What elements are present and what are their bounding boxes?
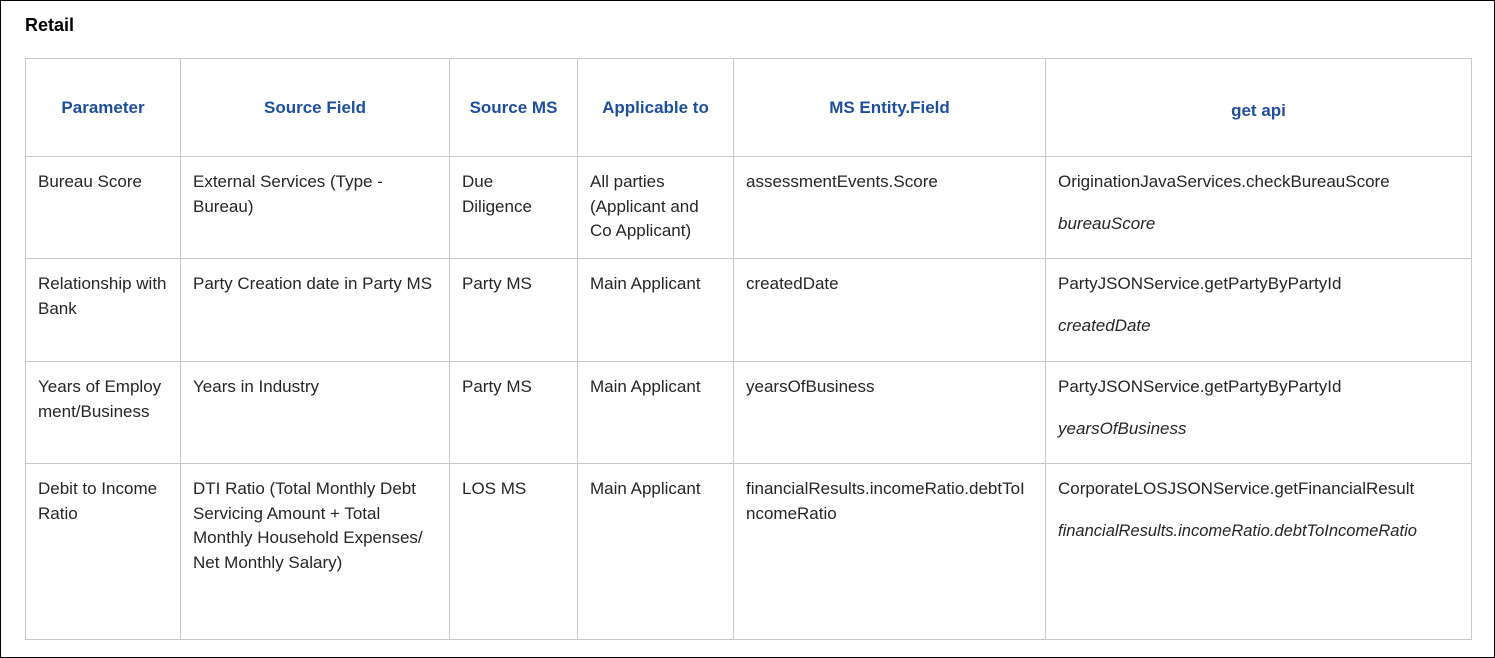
cell-source-field: Party Creation date in Party MS bbox=[180, 258, 450, 362]
cell-source-field: DTI Ratio (Total Monthly Debt Servicing … bbox=[180, 463, 450, 640]
cell-applicable-to: All parties (Applicant and Co Applicant) bbox=[577, 156, 734, 259]
cell-source-field: External Services (Type - Bureau) bbox=[180, 156, 450, 259]
cell-get-api: PartyJSONService.getPartyByPartyId creat… bbox=[1045, 258, 1472, 362]
cell-applicable-to: Main Applicant bbox=[577, 463, 734, 640]
api-method: CorporateLOSJSONService.getFinancialResu… bbox=[1058, 479, 1415, 498]
cell-parameter: Bureau Score bbox=[25, 156, 181, 259]
cell-get-api: PartyJSONService.getPartyByPartyId years… bbox=[1045, 361, 1472, 464]
cell-source-ms: Party MS bbox=[449, 258, 578, 362]
table-row: Years of Employment/Business Years in In… bbox=[25, 361, 1472, 464]
api-field: yearsOfBusiness bbox=[1058, 418, 1187, 438]
section-title: Retail bbox=[25, 15, 75, 35]
header-ms-entity-field: MS Entity.Field bbox=[733, 58, 1046, 157]
cell-source-ms: LOS MS bbox=[449, 463, 578, 640]
cell-ms-entity-field: assessmentEvents.Score bbox=[733, 156, 1046, 259]
api-method: OriginationJavaServices.checkBureauScore bbox=[1058, 172, 1390, 191]
api-field: bureauScore bbox=[1058, 213, 1156, 233]
header-source-ms: Source MS bbox=[449, 58, 578, 157]
cell-get-api: OriginationJavaServices.checkBureauScore… bbox=[1045, 156, 1472, 259]
cell-applicable-to: Main Applicant bbox=[577, 258, 734, 362]
api-method: PartyJSONService.getPartyByPartyId bbox=[1058, 377, 1342, 396]
api-field: financialResults.incomeRatio.debtToIncom… bbox=[1058, 521, 1417, 540]
cell-parameter: Debit to Income Ratio bbox=[25, 463, 181, 640]
cell-ms-entity-field: createdDate bbox=[733, 258, 1046, 362]
cell-source-field: Years in Industry bbox=[180, 361, 450, 464]
table-row: Bureau Score External Services (Type - B… bbox=[25, 156, 1472, 259]
cell-parameter: Relationship with Bank bbox=[25, 258, 181, 362]
cell-source-ms: Party MS bbox=[449, 361, 578, 464]
cell-ms-entity-field: yearsOfBusiness bbox=[733, 361, 1046, 464]
cell-applicable-to: Main Applicant bbox=[577, 361, 734, 464]
cell-parameter: Years of Employment/Business bbox=[25, 361, 181, 464]
api-method: PartyJSONService.getPartyByPartyId bbox=[1058, 274, 1342, 293]
header-parameter: Parameter bbox=[25, 58, 181, 157]
table-header-row: Parameter Source Field Source MS Applica… bbox=[25, 58, 1472, 157]
header-applicable-to: Applicable to bbox=[577, 58, 734, 157]
cell-ms-entity-field: financialResults.incomeRatio.debtToIncom… bbox=[733, 463, 1046, 640]
api-field: createdDate bbox=[1058, 315, 1151, 335]
header-source-field: Source Field bbox=[180, 58, 450, 157]
retail-parameters-table: Parameter Source Field Source MS Applica… bbox=[25, 58, 1472, 640]
table-row: Debit to Income Ratio DTI Ratio (Total M… bbox=[25, 463, 1472, 640]
header-get-api: get api bbox=[1045, 58, 1472, 157]
cell-source-ms: Due Diligence bbox=[449, 156, 578, 259]
cell-get-api: CorporateLOSJSONService.getFinancialResu… bbox=[1045, 463, 1472, 640]
table-row: Relationship with Bank Party Creation da… bbox=[25, 258, 1472, 362]
